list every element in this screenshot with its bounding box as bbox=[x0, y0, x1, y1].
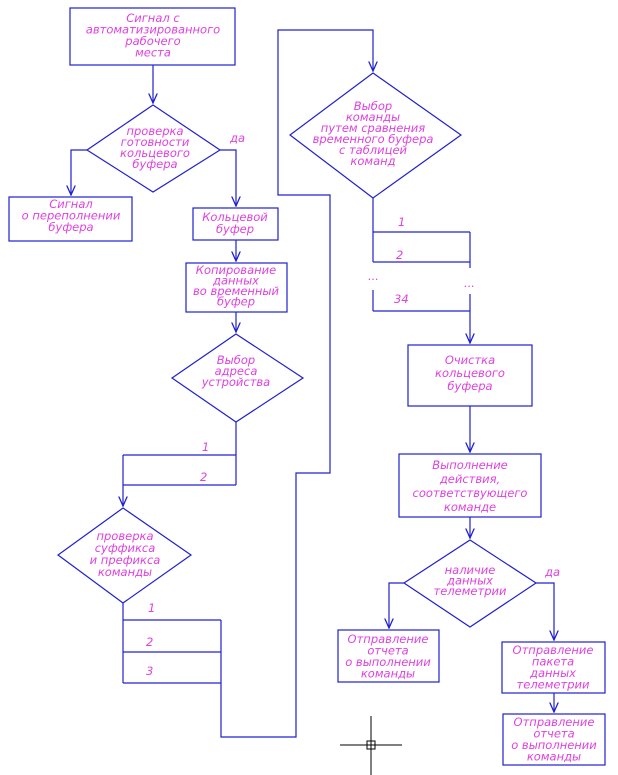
send-report-right-line: команды bbox=[527, 750, 581, 764]
yes-ring-label: да bbox=[229, 131, 245, 145]
send-report-right-line: о выполнении bbox=[511, 738, 597, 752]
has-telemetry-line: телеметрии bbox=[434, 584, 507, 598]
ring-buffer-line: Кольцевой bbox=[202, 210, 268, 224]
signal-workstation-line: автоматизированного bbox=[86, 23, 220, 37]
edge-telemetry-to-packet bbox=[536, 582, 554, 640]
device-address-line: адреса bbox=[215, 364, 258, 378]
device-address-line: Выбор bbox=[217, 353, 255, 367]
ring-buffer-box bbox=[192, 207, 279, 241]
perform-action-box bbox=[398, 453, 542, 518]
overflow-signal-box bbox=[8, 196, 133, 242]
device-address-line: устройства bbox=[201, 375, 270, 389]
cmd-34-label: 34 bbox=[394, 292, 409, 306]
check-suffix-prefix-line: и префикса bbox=[90, 553, 161, 567]
command-select-line: Выбор bbox=[354, 99, 392, 113]
addr-2-label: 2 bbox=[200, 470, 207, 484]
edge-check-to-ring bbox=[220, 149, 236, 206]
overflow-signal-line: Сигнал bbox=[49, 197, 93, 211]
send-report-right-line: отчета bbox=[533, 727, 574, 741]
send-report-left-line: Отправление bbox=[348, 632, 429, 646]
cmd-1-label: 1 bbox=[398, 215, 405, 229]
copy-to-temp-line: Копирование bbox=[196, 263, 276, 277]
suffix-1-label: 1 bbox=[148, 601, 155, 615]
check-ring-ready-line: буфера bbox=[132, 157, 177, 171]
send-telemetry-line: данных bbox=[529, 666, 576, 680]
check-suffix-prefix-line: команды bbox=[98, 565, 152, 579]
command-select-line: команд bbox=[350, 154, 395, 168]
copy-temp-box bbox=[185, 262, 288, 313]
send-report-left-line: о выполнении bbox=[345, 655, 431, 669]
send-report-right-line: Отправление bbox=[514, 715, 595, 729]
perform-action-line: действия, bbox=[439, 472, 500, 486]
perform-action-line: Выполнение bbox=[432, 458, 508, 472]
ring-buffer-line: буфер bbox=[216, 222, 254, 236]
addr-1-label: 1 bbox=[202, 440, 209, 454]
suffix-3-label: 3 bbox=[146, 664, 153, 678]
send-report-right-box bbox=[502, 713, 606, 766]
edge-check-to-overflow bbox=[71, 149, 87, 195]
send-report-left-box bbox=[337, 629, 440, 683]
check-suffix-prefix-line: суффикса bbox=[95, 541, 156, 555]
send-telemetry-box bbox=[501, 641, 606, 694]
yes-telemetry-label: да bbox=[544, 565, 560, 579]
overflow-signal-line: о переполнении bbox=[22, 209, 121, 223]
check-suffix-prefix-line: проверка bbox=[96, 529, 153, 543]
edge-telemetry-to-report bbox=[389, 582, 404, 628]
copy-to-temp-line: буфер bbox=[217, 295, 255, 309]
send-report-left-line: отчета bbox=[367, 644, 408, 658]
command-select-line: с таблицей bbox=[339, 143, 408, 157]
cmd-dots-right-label: ... bbox=[464, 276, 475, 290]
copy-to-temp-line: во временный bbox=[193, 284, 279, 298]
cmd-dots-left-label: ... bbox=[368, 269, 379, 283]
cmd-2-label: 2 bbox=[396, 248, 403, 262]
perform-action-line: команде bbox=[444, 500, 496, 514]
send-telemetry-line: Отправление bbox=[513, 643, 594, 657]
send-report-left-line: команды bbox=[361, 667, 415, 681]
has-telemetry-diamond bbox=[402, 539, 538, 628]
command-select-line: команды bbox=[346, 110, 400, 124]
clear-ring-box bbox=[407, 344, 533, 407]
clear-ring-line: Очистка bbox=[445, 353, 495, 367]
clear-ring-line: кольцевого bbox=[435, 366, 505, 380]
send-telemetry-line: пакета bbox=[532, 655, 574, 669]
send-telemetry-line: телеметрии bbox=[517, 678, 590, 692]
crosshair-cursor bbox=[340, 716, 402, 775]
check-ring-ready-diamond bbox=[85, 104, 222, 193]
copy-to-temp-line: данных bbox=[212, 274, 259, 288]
command-select-line: путем сравнения bbox=[321, 121, 425, 135]
perform-action-line: соответствующего bbox=[413, 486, 528, 500]
suffix-2-label: 2 bbox=[146, 635, 153, 649]
clear-ring-line: буфера bbox=[447, 379, 492, 393]
signal-workstation-line: места bbox=[135, 46, 171, 60]
check-ring-ready-line: кольцевого bbox=[120, 146, 190, 160]
has-telemetry-line: наличие bbox=[445, 563, 496, 577]
signal-workstation-line: Сигнал с bbox=[126, 11, 180, 25]
check-ring-ready-line: готовности bbox=[121, 135, 190, 149]
check-ring-ready-line: проверка bbox=[126, 124, 183, 138]
signal-workstation-line: рабочего bbox=[124, 34, 180, 48]
edge-connector-to-command bbox=[220, 29, 373, 738]
command-select-line: временного буфера bbox=[313, 132, 434, 146]
overflow-signal-line: буфера bbox=[48, 220, 93, 234]
signal-workstation-box bbox=[69, 7, 236, 66]
has-telemetry-line: данных bbox=[446, 574, 493, 588]
